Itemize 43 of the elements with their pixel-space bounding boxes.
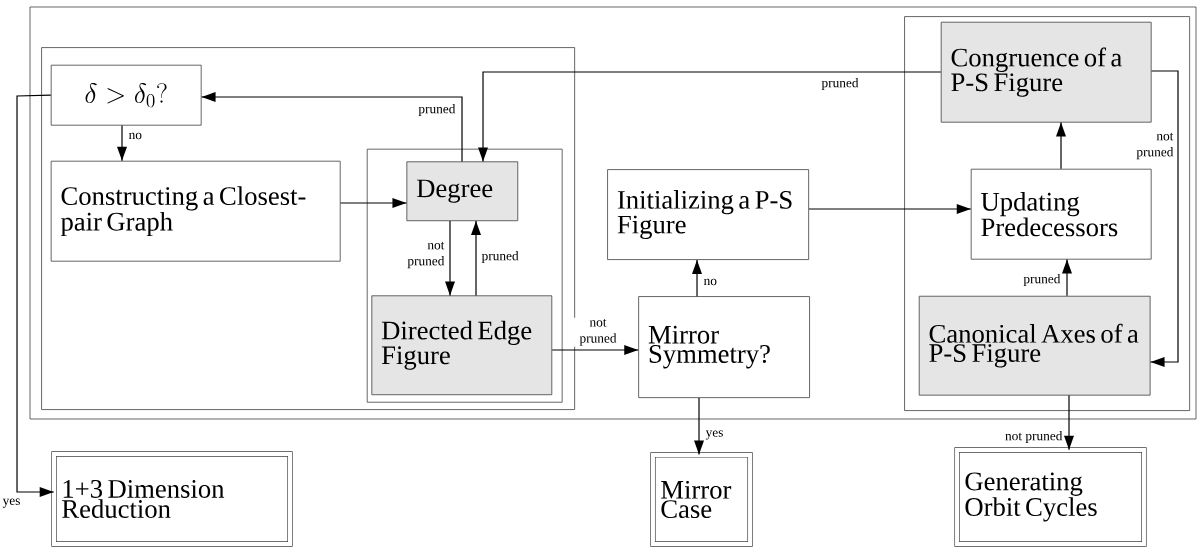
edge-label: no bbox=[127, 131, 144, 141]
process-box: Congruence of a P-S Figure bbox=[940, 21, 1152, 123]
arrow bbox=[478, 71, 942, 162]
process-box: Directed Edge Figure bbox=[371, 295, 553, 396]
group-frame bbox=[29, 6, 1197, 420]
arrow bbox=[117, 125, 127, 162]
edge-label: not pruned bbox=[397, 240, 446, 270]
process-box: Constructing a Closest-pair Graph bbox=[50, 160, 341, 262]
edge-label: yes bbox=[704, 429, 725, 441]
decision-box: $\delta > \delta_0?$ bbox=[50, 64, 202, 126]
edge-label: pruned bbox=[820, 76, 860, 92]
arrow bbox=[1056, 122, 1066, 170]
arrow bbox=[694, 397, 704, 456]
group-frame bbox=[366, 148, 563, 403]
edge-label: yes bbox=[1, 497, 22, 510]
edge-label: pruned bbox=[1022, 272, 1062, 288]
result-box: Mirror Case bbox=[650, 452, 753, 547]
arrow bbox=[1062, 259, 1072, 297]
arrow bbox=[692, 259, 702, 297]
result-box: Generating Orbit Cycles bbox=[954, 447, 1147, 547]
edge-label: no bbox=[702, 277, 719, 287]
edge-label: not pruned bbox=[1003, 429, 1064, 445]
group-frame bbox=[41, 47, 576, 410]
process-box: Updating Predecessors bbox=[970, 168, 1152, 260]
arrow bbox=[16, 94, 55, 497]
result-box: 1+3 Dimension Reduction bbox=[51, 451, 293, 547]
arrow bbox=[1064, 394, 1074, 451]
edge-label: not pruned bbox=[1126, 131, 1175, 161]
process-box: Initializing a P-S Figure bbox=[607, 169, 810, 260]
process-box: Degree bbox=[406, 161, 519, 222]
arrow bbox=[1149, 70, 1179, 367]
edge-label: not pruned bbox=[574, 317, 622, 347]
arrow bbox=[445, 220, 455, 296]
arrow bbox=[340, 198, 408, 208]
group-frame bbox=[904, 16, 1191, 411]
process-box: Mirror Symmetry? bbox=[638, 296, 810, 398]
arrow bbox=[471, 220, 481, 296]
process-box: Canonical Axes of a P-S Figure bbox=[918, 295, 1151, 396]
arrow bbox=[808, 204, 972, 214]
edge-label: pruned bbox=[480, 249, 520, 265]
arrow bbox=[551, 345, 639, 355]
edge-label: pruned bbox=[417, 102, 457, 118]
arrow bbox=[201, 92, 463, 162]
